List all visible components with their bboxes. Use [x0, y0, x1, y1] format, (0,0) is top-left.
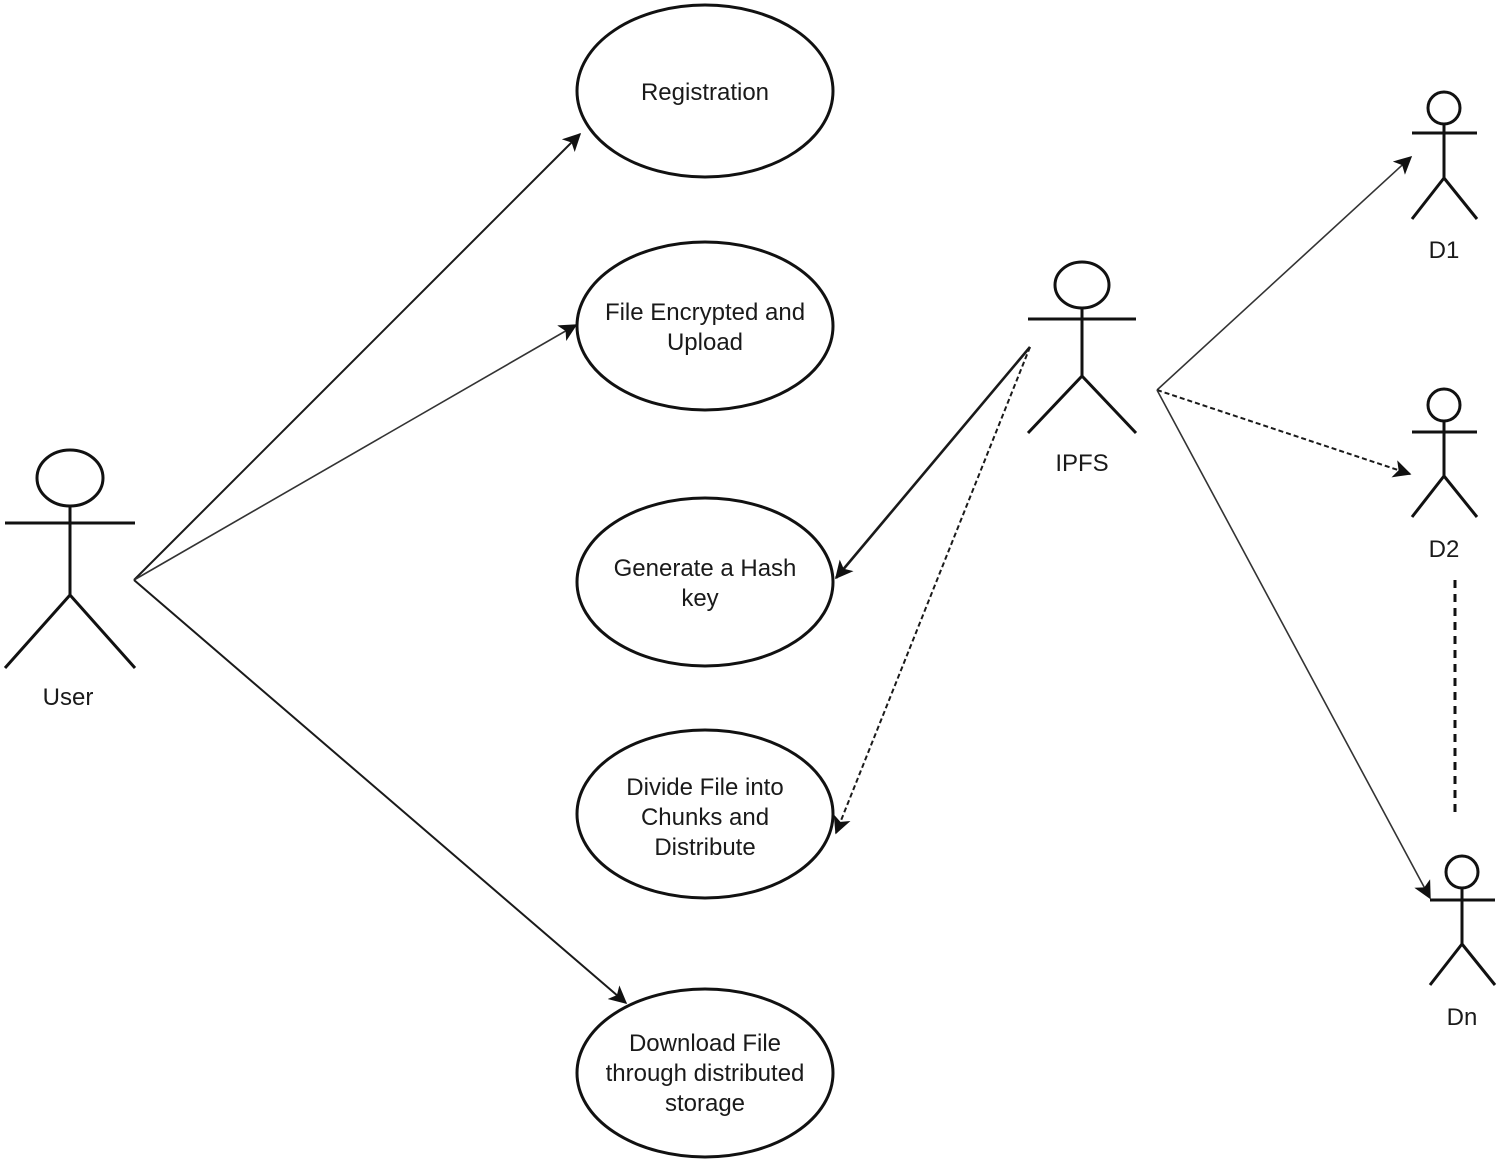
actor-head-icon — [1053, 260, 1111, 310]
edge-ipfs-d1 — [1156, 155, 1413, 391]
edge-ipfs-hash-key — [835, 346, 1031, 580]
use-case-hash-key[interactable]: Generate a Hash key — [575, 496, 835, 668]
actor-left-leg — [1026, 374, 1084, 435]
actor-head-icon — [1426, 387, 1462, 423]
use-case-download[interactable]: Download File through distributed storag… — [575, 987, 835, 1159]
use-case-label: key — [681, 585, 718, 612]
actor-ipfs[interactable]: IPFS — [1026, 260, 1138, 477]
actor-label: D1 — [1429, 237, 1460, 264]
use-case-label: File Encrypted and — [605, 299, 805, 326]
actor-label: Dn — [1447, 1004, 1478, 1031]
actor-head-icon — [1444, 854, 1480, 890]
edge-user-download — [133, 579, 628, 1004]
use-case-divide-chunks[interactable]: Divide File into Chunks and Distribute — [575, 728, 835, 900]
use-case-label: Chunks and — [641, 804, 769, 831]
use-case-ellipse — [575, 240, 835, 412]
use-case-label: Generate a Hash — [614, 555, 797, 582]
edges — [133, 132, 1457, 1004]
actor-left-leg — [3, 594, 72, 669]
actor-right-leg — [1442, 177, 1479, 220]
actor-label: User — [43, 684, 94, 711]
edge-ipfs-d2 — [1156, 389, 1412, 478]
use-case-label: storage — [665, 1090, 745, 1117]
actor-head-icon — [1426, 90, 1462, 126]
actor-right-leg — [1460, 943, 1497, 986]
use-case-ellipse — [575, 496, 835, 668]
actor-right-leg — [68, 594, 137, 669]
actor-d2[interactable]: D2 — [1410, 387, 1479, 563]
use-case-label: Download File — [629, 1030, 781, 1057]
actor-right-leg — [1442, 475, 1479, 518]
use-case-label: Distribute — [654, 834, 755, 861]
use-case-label: Divide File into — [626, 774, 783, 801]
use-case-ellipse — [575, 728, 835, 900]
actor-user[interactable]: User — [3, 448, 137, 711]
actor-left-leg — [1410, 475, 1446, 518]
use-case-label: Upload — [667, 329, 743, 356]
use-case-ellipse — [575, 987, 835, 1159]
edge-ipfs-dn — [1156, 389, 1431, 900]
actor-head-icon — [35, 448, 105, 508]
actor-label: IPFS — [1055, 450, 1108, 477]
actor-label: D2 — [1429, 536, 1460, 563]
edge-user-encrypt-upload — [133, 324, 578, 581]
use-case-ellipse — [575, 3, 835, 179]
use-case-encrypt-upload[interactable]: File Encrypted and Upload — [575, 240, 835, 412]
use-case-label: through distributed — [606, 1060, 805, 1087]
edge-user-registration — [133, 132, 582, 581]
actor-left-leg — [1428, 943, 1464, 986]
actor-d1[interactable]: D1 — [1410, 90, 1479, 264]
use-case-label: Registration — [641, 79, 769, 106]
use-case-registration[interactable]: Registration — [575, 3, 835, 179]
edge-ipfs-divide-chunks — [833, 346, 1031, 835]
actor-dn[interactable]: Dn — [1428, 854, 1497, 1031]
actor-right-leg — [1080, 374, 1138, 435]
actor-left-leg — [1410, 177, 1446, 220]
